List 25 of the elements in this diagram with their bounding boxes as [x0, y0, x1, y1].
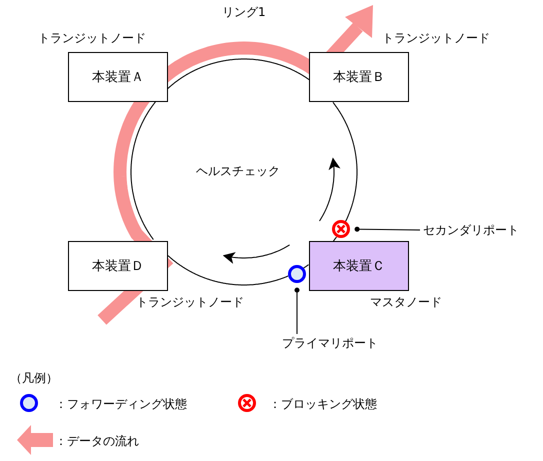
device-box: 本装置Ｃ: [309, 241, 409, 291]
ring-line: [332, 236, 337, 242]
legend-label: ：ブロッキング状態: [269, 396, 377, 413]
ring-line: [168, 255, 289, 286]
blocking-port-icon: [332, 220, 350, 238]
leader-line: [354, 226, 420, 232]
ring-line: [153, 58, 310, 104]
legend-heading: （凡例）: [10, 370, 58, 387]
device-box: 本装置Ｄ: [68, 241, 168, 291]
port-label: セカンダリポート: [423, 222, 541, 238]
leader-line: [294, 288, 300, 334]
ring-line: [332, 102, 358, 222]
device-box: 本装置Ｂ: [309, 52, 409, 102]
legend-label: ：データの流れ: [55, 433, 139, 450]
ring-line: [130, 104, 154, 240]
node-caption: マスタノード: [370, 294, 442, 311]
device-box: 本装置Ａ: [68, 52, 168, 102]
node-caption: トランジットノード: [38, 30, 146, 47]
forwarding-port-icon: [288, 265, 306, 283]
flow-label: ヘルスチェック: [196, 163, 280, 180]
node-caption: トランジットノード: [136, 294, 244, 311]
port-label: プライマリポート: [282, 335, 392, 351]
ring-title: リング1: [222, 4, 266, 21]
legend-label: ：フォワーディング状態: [55, 396, 187, 413]
node-caption: トランジットノード: [382, 30, 490, 47]
